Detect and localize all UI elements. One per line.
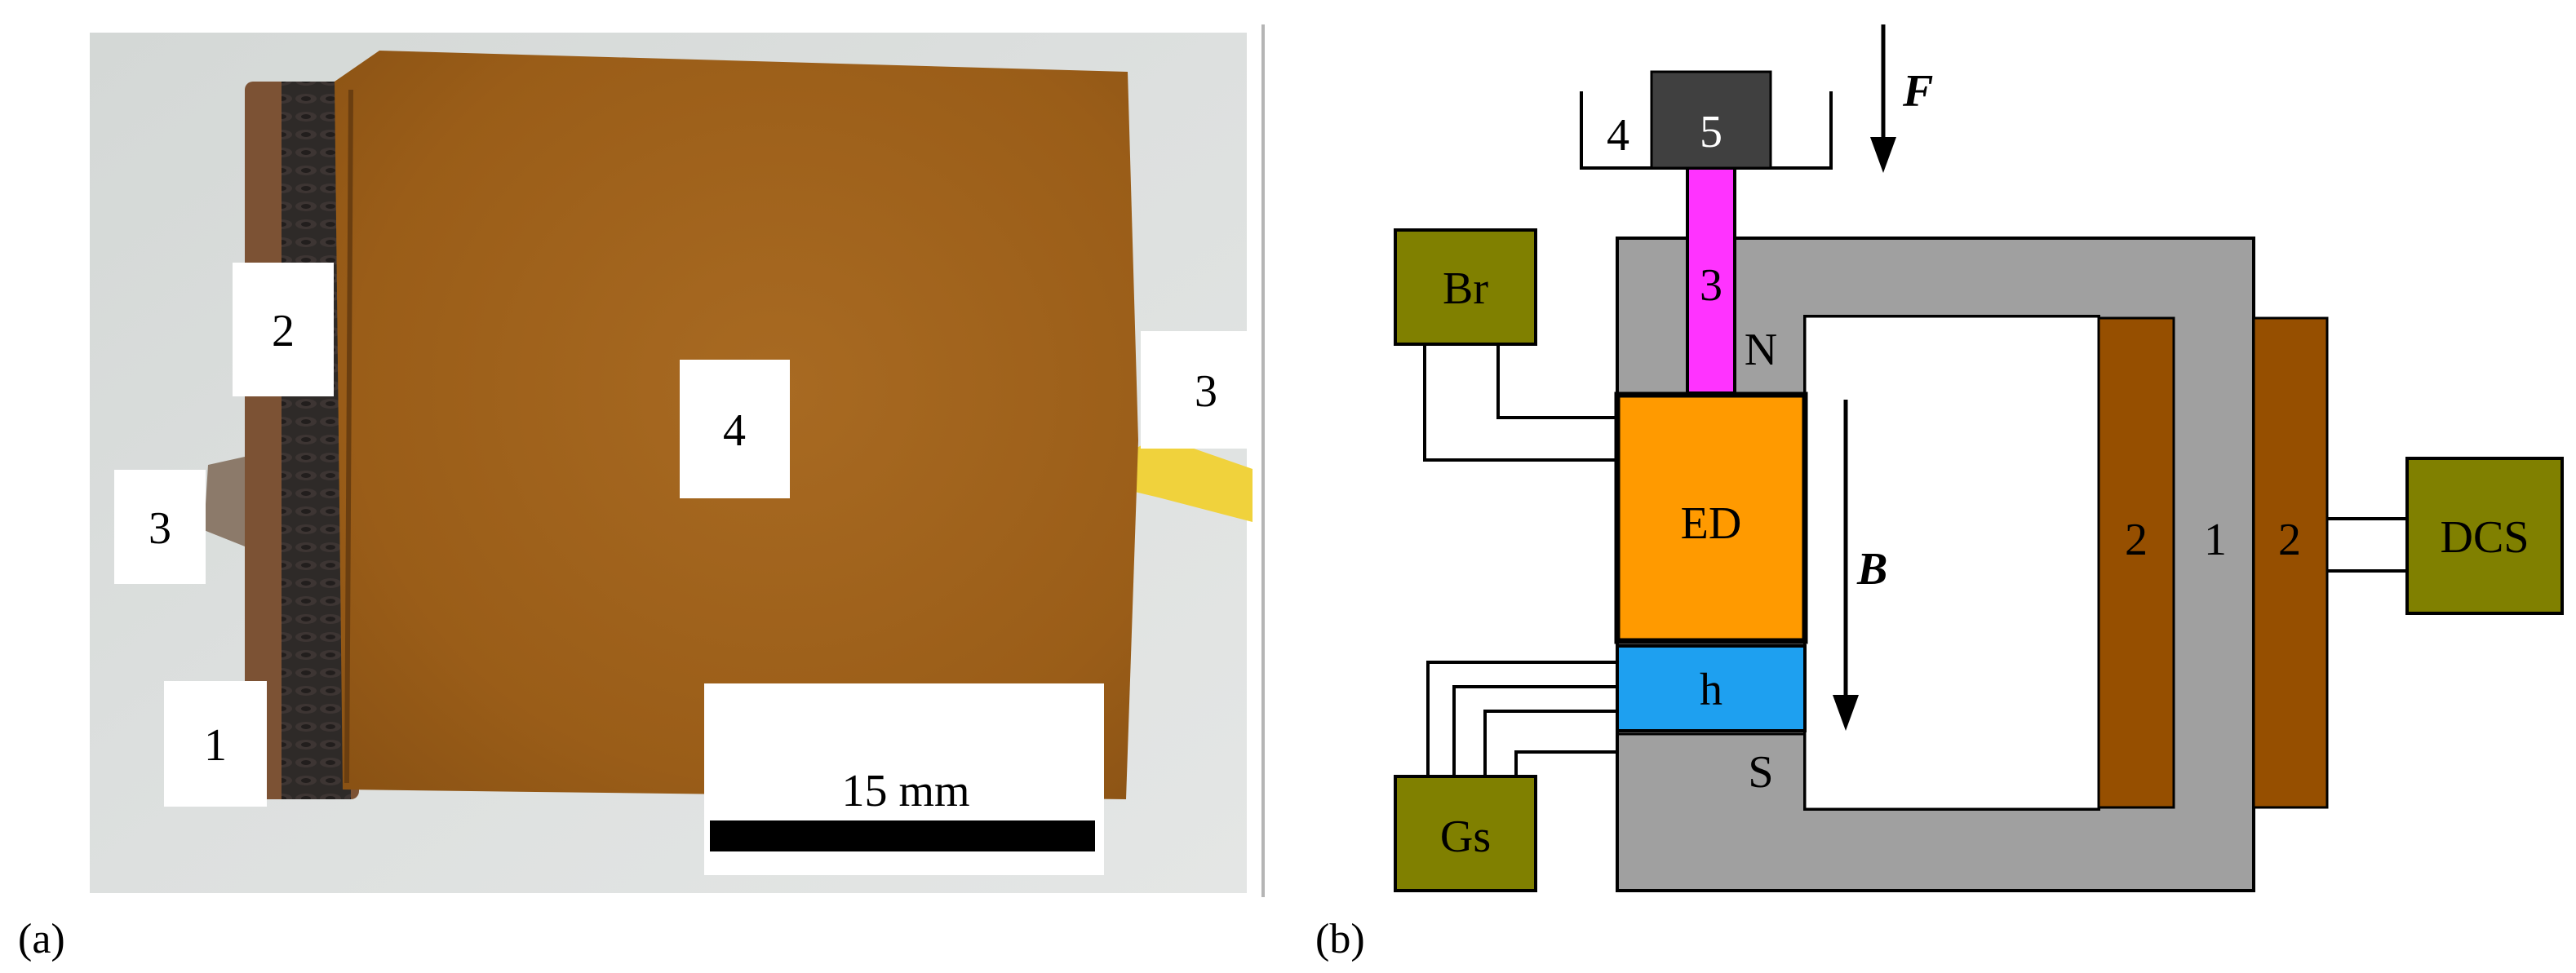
callout-4: 4 [723,405,746,456]
panel-a: 2 3 4 3 1 15 mm (a) [18,33,1271,962]
callout-1: 1 [204,720,227,771]
callout-2: 2 [272,306,295,356]
force-label: F [1902,66,1933,117]
bridge-label: Br [1443,263,1488,314]
gauss-wire-1 [1426,661,1617,776]
hall-sensor-label: h [1700,665,1723,715]
panel-b: 2 1 2 DCS N S ED h 3 4 5 F B [1315,24,2564,962]
gauss-wire-4 [1514,750,1617,776]
callout-3-left: 3 [149,503,171,554]
pressure-rod [1686,166,1736,395]
weight-holder-label: 4 [1607,110,1629,161]
callout-box-1 [164,681,267,807]
weight-label: 5 [1700,107,1723,157]
pressure-rod-label: 3 [1700,260,1723,311]
panel-a-label: (a) [18,916,65,962]
gauss-wire-2 [1452,685,1617,776]
coil-left [2097,316,2175,809]
pole-bottom-label: S [1748,747,1773,798]
callout-box-2 [233,263,334,396]
sample-ed-label: ED [1681,498,1742,549]
gauss-wire-3 [1483,710,1617,776]
bridge-wire-1 [1496,344,1617,419]
coil-right-label: 2 [2278,515,2301,565]
film-edge-shadow [344,89,353,784]
callout-box-3-left [114,470,206,584]
bridge-box [1394,228,1537,346]
panel-b-label: (b) [1315,916,1365,962]
core-label: 1 [2204,515,2227,565]
callout-box-4 [680,360,790,498]
lead-wire-right [1120,436,1253,522]
pole-top-label: N [1745,325,1777,375]
force-arrow-head [1870,137,1896,173]
callout-3-right: 3 [1195,366,1217,417]
coil-right [2252,316,2329,809]
gaussmeter-box [1394,775,1537,892]
dc-source-box [2405,457,2564,615]
callout-box-3-right [1141,331,1271,449]
scale-bar [710,820,1095,851]
lead-wire-left [204,457,245,546]
field-arrow-head [1833,695,1859,731]
dc-source-label: DCS [2441,512,2529,563]
gaussmeter-label: Gs [1440,812,1491,862]
core-window [1803,315,2100,811]
weight [1650,70,1772,170]
scale-bar-label: 15 mm [841,766,969,816]
sample-ed [1614,391,1808,644]
coil-left-label: 2 [2125,515,2148,565]
field-label: B [1856,544,1887,595]
bridge-wire-2 [1423,344,1617,462]
